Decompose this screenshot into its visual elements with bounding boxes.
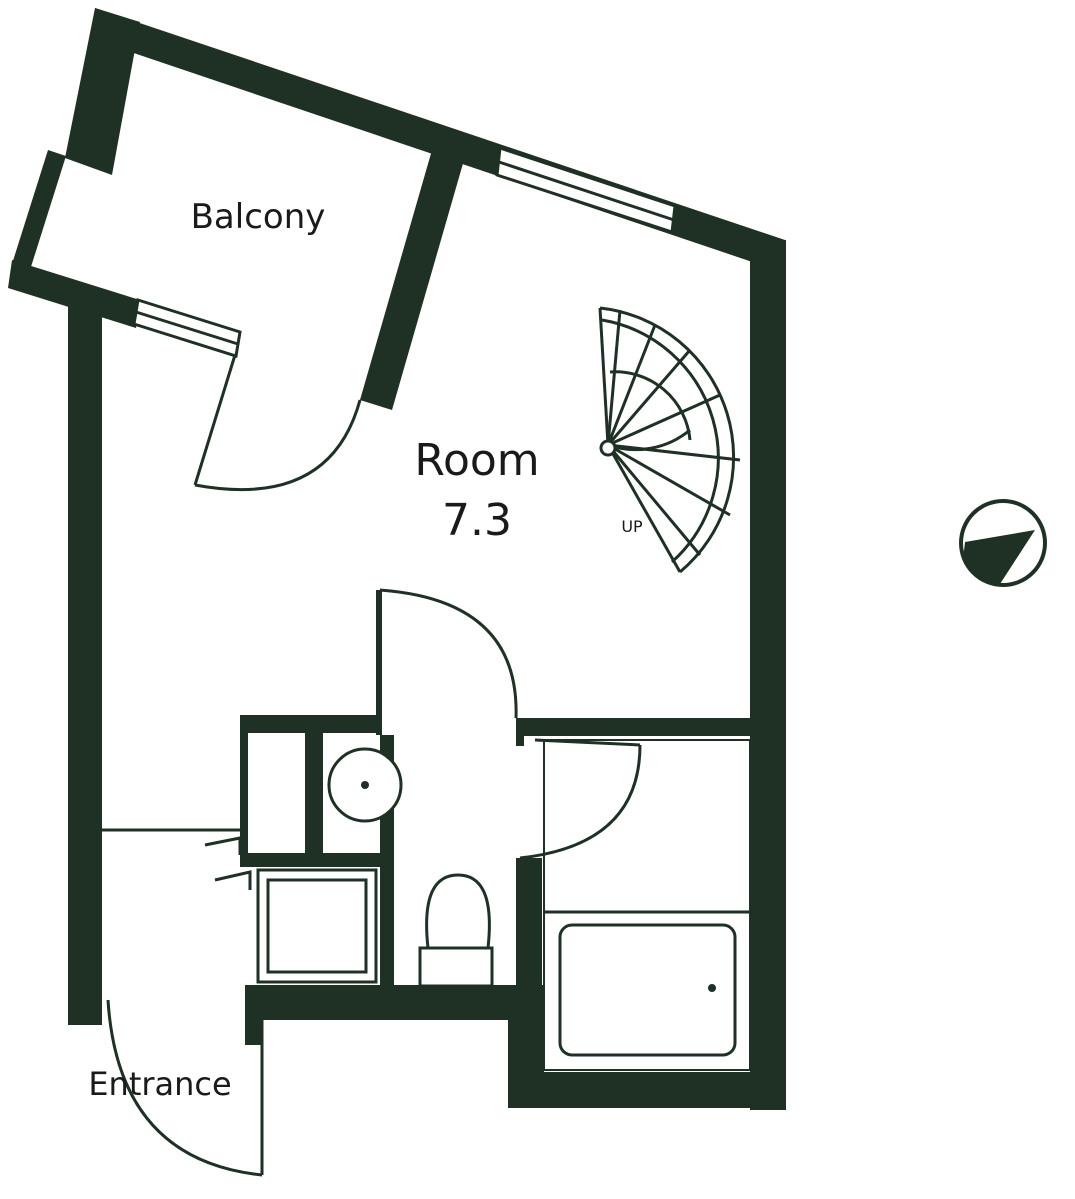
balcony-door [193,354,362,492]
north-arrow-icon [959,499,1047,587]
bathtub [543,739,751,1071]
toilet [418,873,494,988]
window-top [495,145,677,234]
wash-basin [327,747,403,823]
room-label: Room [414,435,539,486]
washer-space [256,868,378,984]
window-balcony [132,298,242,358]
entrance-label: Entrance [88,1065,231,1103]
bath-door [519,738,642,860]
room-size-label: 7.3 [442,495,512,546]
balcony-label: Balcony [191,197,326,237]
balcony-divider-wall [360,150,464,410]
stairs-up-label: UP [621,517,643,536]
entrance-door [106,999,264,1177]
spiral-staircase [598,306,741,574]
entrance-closet [102,828,252,890]
room-door [379,588,518,719]
